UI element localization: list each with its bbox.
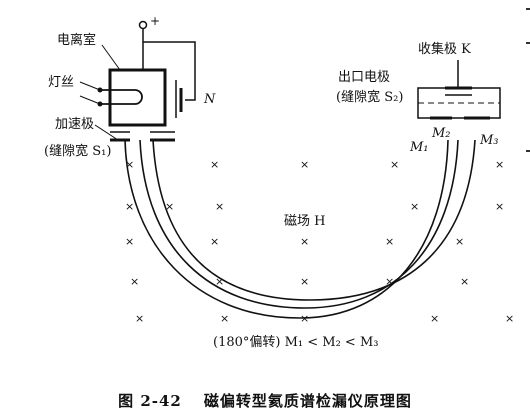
label-ionization-chamber: 电离室 <box>57 33 97 48</box>
field-mark-23: × <box>430 312 439 325</box>
field-mark-8: × <box>410 200 419 213</box>
label-m1: M₁ <box>410 140 429 155</box>
field-mark-3: × <box>390 158 399 171</box>
field-mark-14: × <box>455 235 464 248</box>
figure-caption: 图 2-42 磁偏转型氦质谱检漏仪原理图 <box>0 390 530 411</box>
trajectory-m2 <box>139 139 459 309</box>
leader-filament-2 <box>79 95 101 105</box>
trajectory-m3 <box>152 139 476 301</box>
figure-number: 图 2-42 <box>118 392 182 410</box>
label-slit-s2: (缝隙宽 S₂) <box>336 90 404 105</box>
label-exit-electrode: 出口电极 <box>338 70 391 85</box>
label-electrode-n: N <box>204 92 216 107</box>
label-magnetic-field: 磁场 H <box>284 214 326 229</box>
label-m3: M₃ <box>480 133 499 148</box>
magnetic-field-marks: × × × × × × × × × × × × × × × × × × × × × × × × × <box>125 158 514 325</box>
wire-to-electrode-n <box>143 41 196 101</box>
field-mark-1: × <box>210 158 219 171</box>
figure-title: 磁偏转型氦质谱检漏仪原理图 <box>203 392 412 410</box>
field-mark-10: × <box>125 235 134 248</box>
diagram-canvas: × × × × × × × × × × × × × × × × × × × × × × × × × <box>79 20 514 325</box>
field-mark-17: × <box>300 275 309 288</box>
label-collector: 收集极 K <box>418 42 471 57</box>
field-mark-4: × <box>495 158 504 171</box>
field-mark-19: × <box>460 275 469 288</box>
ionization-chamber-box <box>108 68 167 127</box>
filament-coil <box>100 89 143 105</box>
leader-chamber <box>101 44 121 71</box>
field-mark-13: × <box>385 235 394 248</box>
field-mark-6: × <box>165 200 174 213</box>
field-mark-24: × <box>505 312 514 325</box>
label-accelerating-electrode: 加速极 <box>55 117 95 132</box>
field-mark-2: × <box>300 158 309 171</box>
field-mark-0: × <box>125 158 134 171</box>
field-mark-22: × <box>300 312 309 325</box>
field-mark-9: × <box>495 200 504 213</box>
field-mark-7: × <box>215 200 224 213</box>
trajectory-m1 <box>124 139 449 319</box>
leader-accel <box>94 124 119 141</box>
field-mark-16: × <box>215 275 224 288</box>
edge-mark-2 <box>526 42 530 44</box>
field-mark-15: × <box>130 275 139 288</box>
field-mark-20: × <box>135 312 144 325</box>
field-mark-18: × <box>385 275 394 288</box>
label-plus: + <box>150 14 161 28</box>
field-mark-5: × <box>125 200 134 213</box>
edge-mark-1 <box>526 8 530 10</box>
field-mark-12: × <box>300 235 309 248</box>
positive-terminal <box>138 20 148 30</box>
label-deflection-note: (180°偏转) M₁ < M₂ < M₃ <box>213 335 379 350</box>
leader-filament <box>79 81 101 91</box>
label-filament: 灯丝 <box>48 75 75 90</box>
label-m2: M₂ <box>432 126 451 141</box>
label-slit-s1: (缝隙宽 S₁) <box>44 144 112 159</box>
field-mark-11: × <box>210 235 219 248</box>
field-mark-21: × <box>220 312 229 325</box>
edge-mark-3 <box>526 150 530 152</box>
